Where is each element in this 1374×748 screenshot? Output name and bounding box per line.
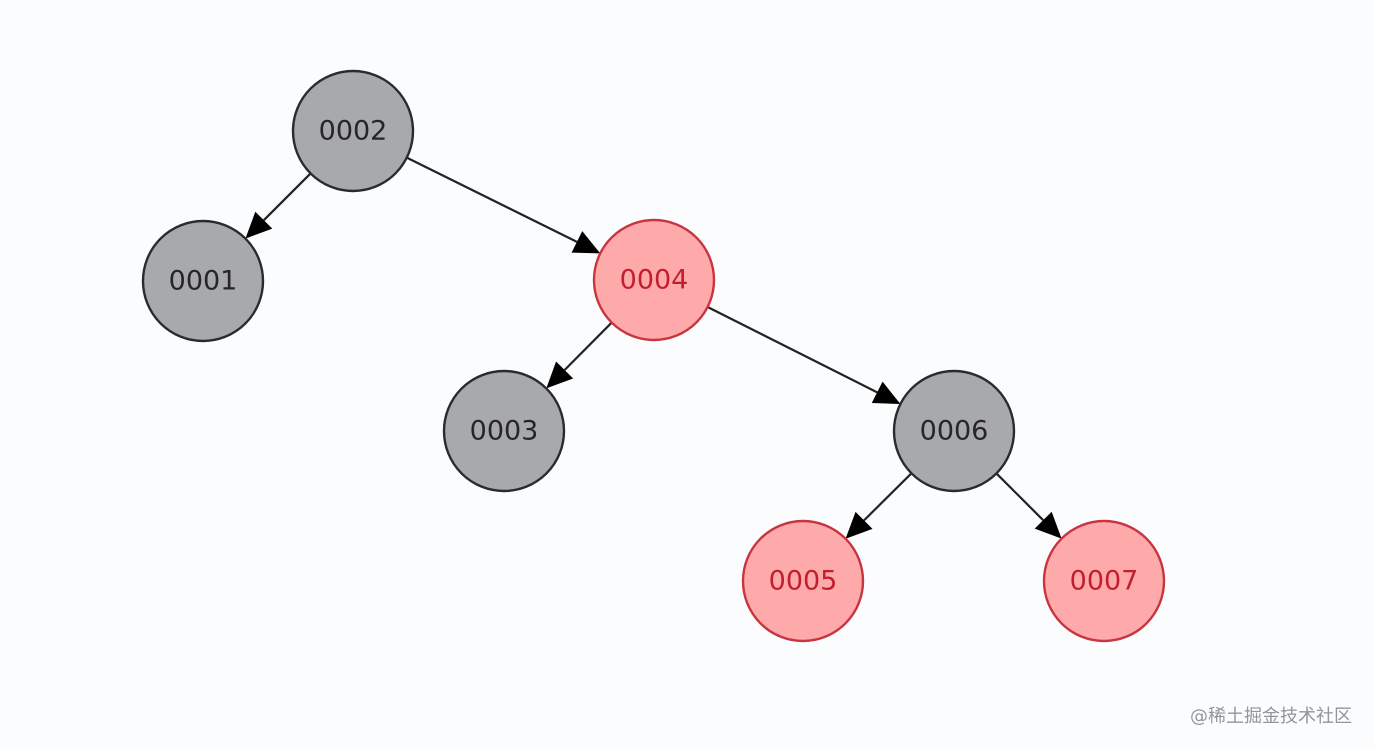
tree-node-0006: 0006 bbox=[892, 369, 1016, 493]
arrowhead-0001 bbox=[245, 211, 273, 239]
red-node-circle bbox=[592, 218, 716, 342]
nodes: 0002 0001 0004 0003 0006 0005 0007 bbox=[141, 69, 1166, 643]
edge-0006-to-0007 bbox=[995, 472, 1044, 521]
edge-0004-to-0003 bbox=[563, 321, 613, 371]
edge-0002-to-0001 bbox=[263, 172, 312, 221]
edge-0002-to-0004 bbox=[406, 156, 578, 243]
edge-0004-to-0006 bbox=[707, 305, 878, 394]
node-label: 0004 bbox=[620, 265, 689, 296]
edge-0006-to-0005 bbox=[863, 472, 913, 522]
tree-node-0002: 0002 bbox=[291, 69, 415, 193]
tree-node-0004: 0004 bbox=[592, 218, 716, 342]
arrowhead-0004 bbox=[571, 231, 601, 254]
red-node-circle bbox=[741, 519, 865, 643]
node-label: 0003 bbox=[470, 416, 539, 447]
arrowhead-0007 bbox=[1034, 511, 1062, 539]
arrowhead-0005 bbox=[845, 511, 873, 539]
tree-node-0005: 0005 bbox=[741, 519, 865, 643]
node-label: 0005 bbox=[769, 566, 838, 597]
tree-node-0001: 0001 bbox=[141, 219, 265, 343]
black-node-circle bbox=[291, 69, 415, 193]
black-node-circle bbox=[442, 369, 566, 493]
arrowhead-0006 bbox=[871, 381, 901, 405]
node-label: 0001 bbox=[169, 266, 238, 297]
red-node-circle bbox=[1042, 519, 1166, 643]
black-node-circle bbox=[141, 219, 265, 343]
watermark: @稀土掘金技术社区 bbox=[1190, 706, 1352, 727]
tree-node-0003: 0003 bbox=[442, 369, 566, 493]
node-label: 0007 bbox=[1070, 566, 1139, 597]
node-label: 0006 bbox=[920, 416, 989, 447]
black-node-circle bbox=[892, 369, 1016, 493]
node-label: 0002 bbox=[319, 116, 388, 147]
edges bbox=[245, 156, 1062, 539]
tree-node-0007: 0007 bbox=[1042, 519, 1166, 643]
arrowhead-0003 bbox=[546, 361, 574, 389]
